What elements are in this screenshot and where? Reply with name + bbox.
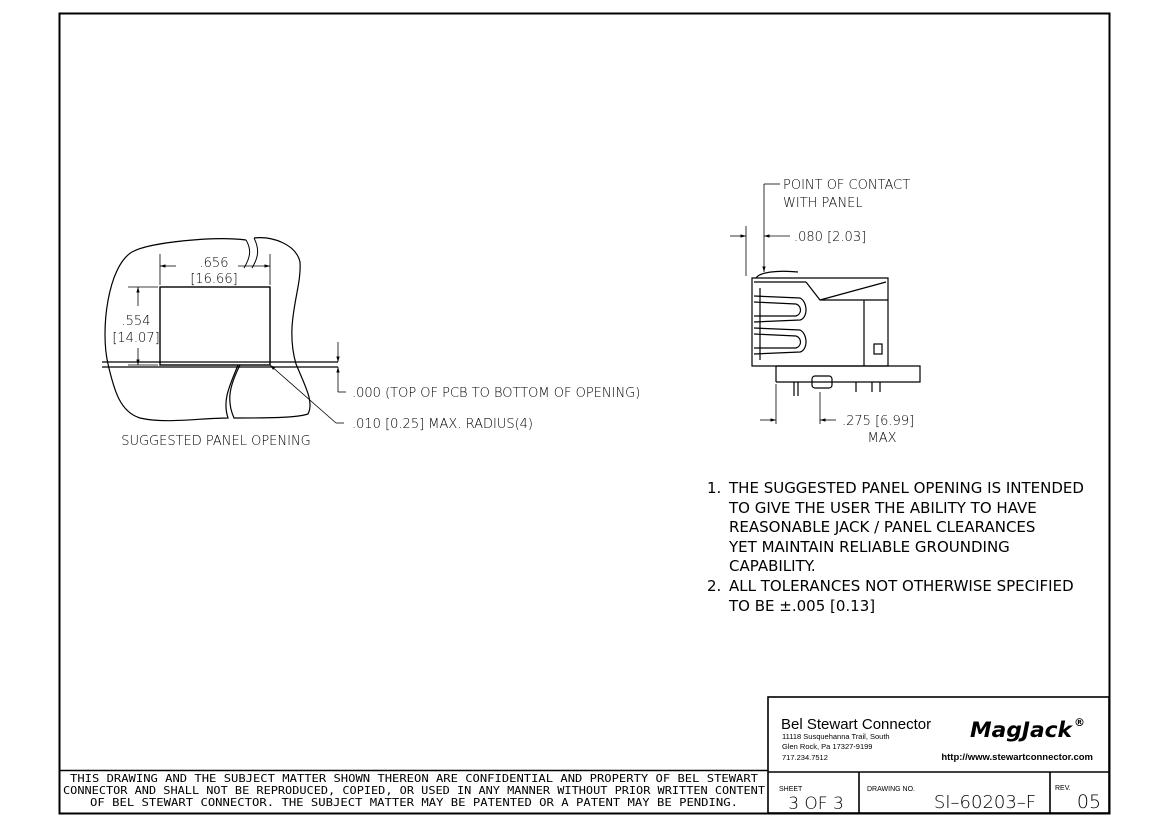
note-1-line: YET MAINTAIN RELIABLE GROUNDING: [728, 538, 1010, 556]
port-upper: [753, 295, 807, 323]
sheet-border: [58, 12, 1111, 815]
note-1-line: THE SUGGESTED PANEL OPENING IS INTENDED: [728, 479, 1084, 497]
note-2-line: TO BE ±.005 [0.13]: [728, 597, 875, 615]
pcb-board: [776, 365, 921, 383]
sheet-value: 3 OF 3: [788, 794, 844, 814]
panel-breakout-right: [229, 237, 311, 419]
contact-label-line2: WITH PANEL: [783, 196, 863, 211]
svg-text:THIS DRAWING AND THE SUBJECT M: THIS DRAWING AND THE SUBJECT MATTER SHOW…: [70, 774, 758, 785]
jack-side-view: [730, 183, 921, 424]
note-2-line: ALL TOLERANCES NOT OTHERWISE SPECIFIED: [729, 577, 1074, 595]
notes-block: 1. THE SUGGESTED PANEL OPENING IS INTEND…: [707, 479, 1084, 615]
sheet-label: SHEET: [779, 786, 803, 793]
title-block: [767, 696, 1110, 814]
drawing-no-label: DRAWING NO.: [867, 786, 915, 793]
company-url[interactable]: http://www.stewartconnector.com: [941, 752, 1093, 763]
max-dim: .275 [6.99]: [842, 414, 914, 429]
port-lower: [753, 327, 807, 355]
company-name: Bel Stewart Connector: [781, 716, 931, 733]
radius-note: .010 [0.25] MAX. RADIUS(4): [352, 417, 533, 432]
company-address-1: 11118 Susquehanna Trail, South: [782, 732, 890, 741]
led-window: [873, 343, 883, 355]
contact-dim: .080 [2.03]: [794, 230, 866, 245]
panel-opening-rect: [159, 286, 271, 366]
note-1-line: REASONABLE JACK / PANEL CLEARANCES: [729, 518, 1035, 536]
svg-text:CONNECTOR AND SHALL NOT BE REP: CONNECTOR AND SHALL NOT BE REPRODUCED, C…: [63, 786, 765, 797]
confidential-notice: THIS DRAWING AND THE SUBJECT MATTER SHOW…: [63, 774, 765, 809]
panel-breakout-left: [104, 238, 247, 422]
panel-break-line: [243, 239, 251, 269]
offset-note: .000 (TOP OF PCB TO BOTTOM OF OPENING): [352, 386, 640, 401]
note-1-number: 1.: [707, 479, 721, 497]
note-2-number: 2.: [707, 577, 721, 595]
note-1-line: TO GIVE THE USER THE ABILITY TO HAVE: [728, 499, 1037, 517]
height-dim-mm: [14.07]: [112, 331, 159, 346]
width-dim-inch: .656: [200, 256, 229, 271]
company-address-2: Glen Rock, Pa 17327-9199: [782, 742, 872, 751]
height-dim-inch: .554: [122, 314, 151, 329]
drawing-number: SI–60203–F: [934, 792, 1036, 813]
panel-caption: SUGGESTED PANEL OPENING: [121, 434, 311, 449]
magjack-logo-mark: ®: [1074, 716, 1085, 729]
panel-contact-spring: [755, 270, 799, 279]
svg-text:OF BEL STEWART CONNECTOR. THE: OF BEL STEWART CONNECTOR. THE SUBJECT MA…: [90, 798, 738, 809]
width-dim-mm: [16.66]: [190, 272, 237, 287]
max-label: MAX: [867, 431, 896, 446]
contact-label-line1: POINT OF CONTACT: [783, 178, 910, 193]
panel-opening-view: [102, 237, 346, 424]
revision-value: 05: [1077, 791, 1101, 813]
rev-label: REV.: [1055, 785, 1071, 792]
note-1-line: CAPABILITY.: [729, 557, 816, 575]
company-phone: 717.234.7512: [782, 753, 828, 762]
magjack-logo: MagJack: [970, 718, 1074, 742]
